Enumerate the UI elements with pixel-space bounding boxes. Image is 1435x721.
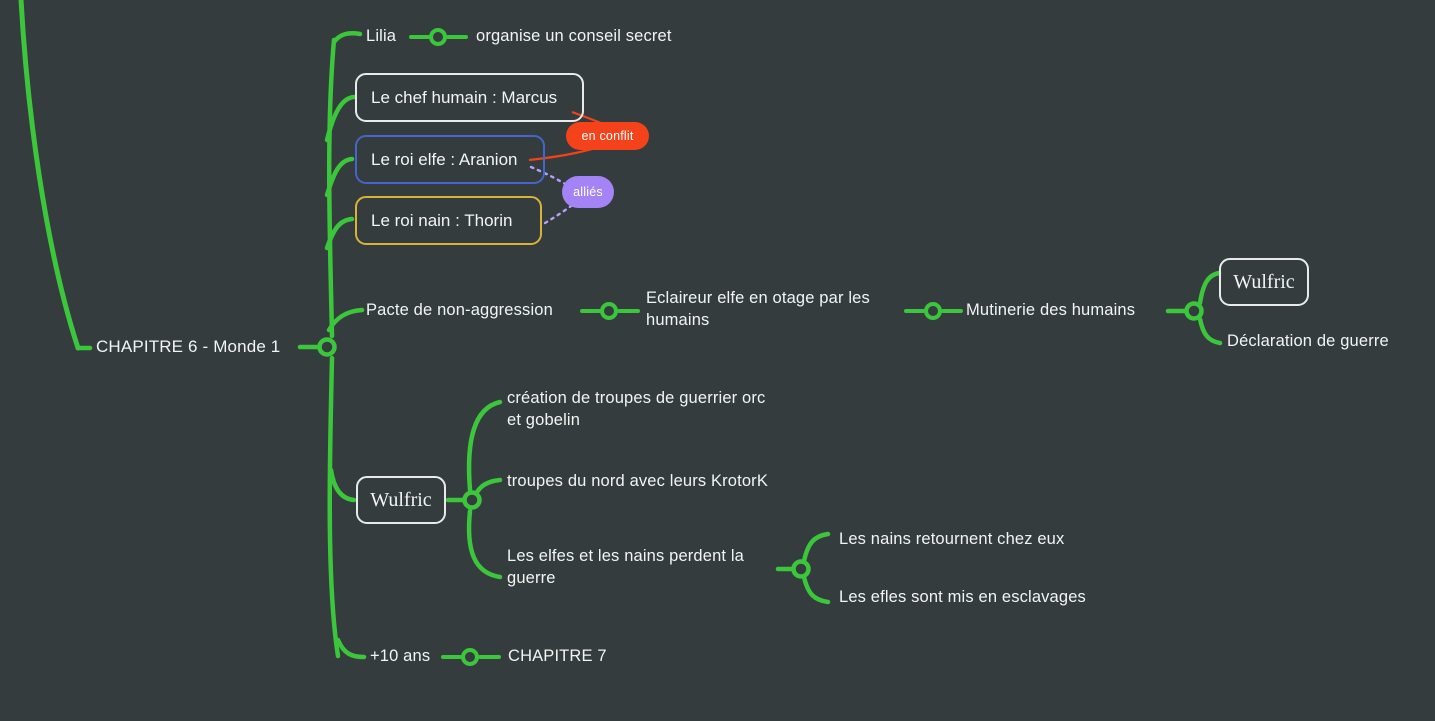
mutinerie-to-declaration [1197,316,1223,346]
mutinerie-hub-node [1184,301,1204,321]
branch-label-aranion: Le roi elfe : Aranion [371,149,518,169]
branch-label-wulfric: Wulfric [370,488,432,511]
spur-plus10 [335,637,367,660]
spur-wulfric [328,467,357,503]
perdent-hub-node [791,559,811,579]
relation-label-en-conflit: en conflit [581,129,634,143]
root-node-label[interactable]: CHAPITRE 6 - Monde 1 [96,337,281,356]
child-label-declaration-de-guerre[interactable]: Déclaration de guerre [1227,332,1389,350]
wulfric-to-perdent [466,508,503,580]
branch-label-thorin: Le roi nain : Thorin [371,210,513,230]
child-label-wulfric-right: Wulfric [1233,270,1295,293]
child-label-troupes-du-nord-krotork[interactable]: troupes du nord avec leurs KrotorK [507,472,768,490]
branch-label-marcus: Le chef humain : Marcus [371,87,558,107]
spur-marcus [324,94,357,143]
branch-box-thorin[interactable]: Le roi nain : Thorin [355,196,542,245]
root-hub-node [317,337,337,357]
wulfric-to-krotork [473,477,503,497]
eclaireur-relation-dot [924,302,942,320]
child-label-organise-conseil-secret[interactable]: organise un conseil secret [476,27,672,45]
spur-aranion [324,156,355,198]
branch-label-plus-10-ans[interactable]: +10 ans [370,647,431,665]
child-label-mutinerie-des-humains[interactable]: Mutinerie des humains [966,301,1136,319]
plus10-relation-dot [461,648,479,666]
branch-box-wulfric[interactable]: Wulfric [356,476,446,524]
wulfric-to-orc [466,399,503,493]
wulfric-hub-node [462,490,482,510]
child-label-creation-troupes-orc-gobelin[interactable]: création de troupes de guerrier orc et g… [507,389,766,429]
perdent-to-nains [801,531,831,564]
relation-label-allies: alliés [573,185,603,199]
root-incoming-trunk [18,0,81,351]
branch-label-pacte-non-aggression[interactable]: Pacte de non-aggression [366,301,553,319]
spur-lilia [331,31,363,45]
branch-label-lilia[interactable]: Lilia [366,27,397,45]
spur-thorin [324,216,355,251]
child-box-wulfric-right[interactable]: Wulfric [1219,258,1309,306]
spur-pacte [326,307,365,333]
child-label-elfes-nains-perdent-guerre[interactable]: Les elfes et les nains perdent la guerre [507,547,745,587]
child-label-efles-mis-en-esclavages[interactable]: Les efles sont mis en esclavages [839,588,1086,606]
child-label-chapitre-7[interactable]: CHAPITRE 7 [508,647,607,665]
pacte-relation-dot [600,302,618,320]
child-label-nains-retournent-chez-eux[interactable]: Les nains retournent chez eux [839,530,1065,548]
relation-pill-en-conflit[interactable]: en conflit [566,122,649,150]
branch-box-aranion[interactable]: Le roi elfe : Aranion [355,135,545,184]
main-trunk-upper [326,37,337,339]
perdent-to-elfes [801,574,831,605]
branch-box-marcus[interactable]: Le chef humain : Marcus [355,73,584,122]
child-label-eclaireur-elfe-otage[interactable]: Eclaireur elfe en otage par les humains [646,289,870,329]
mutinerie-to-wulfric [1197,270,1222,306]
main-trunk-lower [327,355,341,659]
lilia-relation-dot [429,28,447,46]
relation-pill-allies[interactable]: alliés [562,176,614,208]
